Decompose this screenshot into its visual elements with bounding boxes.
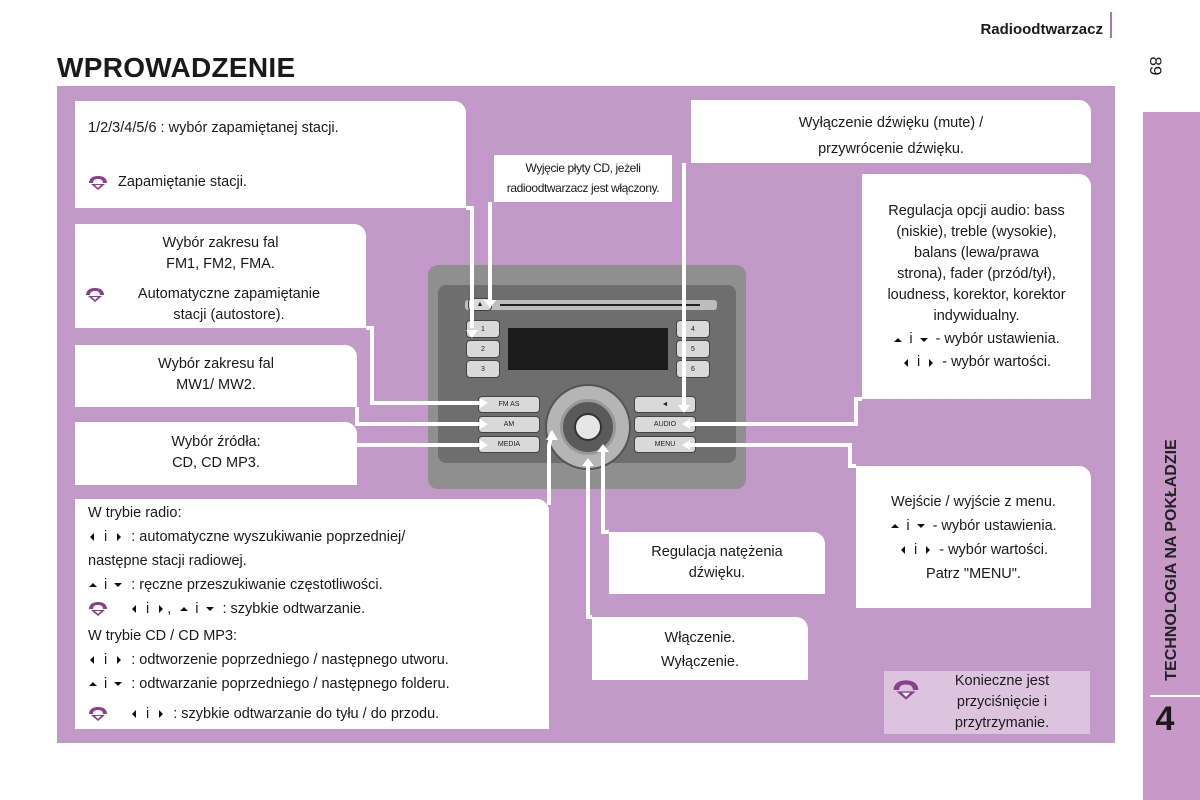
mute-button[interactable]: ◄ <box>634 396 696 413</box>
audio-text-1: Regulacja opcji audio: bass <box>888 203 1065 219</box>
radio-manual-text: : ręczne przeszukiwanie częstotliwości. <box>131 577 383 593</box>
mw-band-box: Wybór zakresu fal MW1/ MW2. <box>75 345 357 407</box>
conj-text: i <box>104 676 108 692</box>
menu-box: Wejście / wyjście z menu. i - wybór usta… <box>856 466 1091 608</box>
mute-text-1: Wyłączenie dźwięku (mute) / <box>798 115 984 131</box>
presets-store-text: Zapamiętanie stacji. <box>118 174 247 190</box>
cd-eject-text-2: radioodtwarzacz jest włączony. <box>506 181 660 195</box>
power-button[interactable] <box>574 413 602 441</box>
fm-button[interactable]: FM AS <box>478 396 540 413</box>
legend-box: Konieczne jest przyciśnięcie i przytrzym… <box>884 671 1090 734</box>
fm-band-text-1: Wybór zakresu fal <box>162 235 279 251</box>
section-title: Radioodtwarzacz <box>980 21 1103 38</box>
audio-options-box: Regulacja opcji audio: bass (niskie), tr… <box>862 174 1091 399</box>
volume-text-2: dźwięku. <box>688 565 746 581</box>
cd-mode-title: W trybie CD / CD MP3: <box>88 628 238 644</box>
cd-fast-text: : szybkie odtwarzanie do tyłu / do przod… <box>173 706 440 722</box>
conj-text: i <box>104 529 108 545</box>
menu-button[interactable]: MENU <box>634 436 696 453</box>
menu-select-value-text: - wybór wartości. <box>939 542 1048 558</box>
volume-box: Regulacja natężenia dźwięku. <box>609 532 825 594</box>
conj-text: i <box>146 706 150 722</box>
radio-seek-text-2: następne stacji radiowej. <box>88 553 247 569</box>
mw-band-text-2: MW1/ MW2. <box>176 377 256 393</box>
conj-text: i <box>913 542 918 558</box>
cd-eject-box: Wyjęcie płyty CD, jeżeli radioodtwarzacz… <box>494 155 672 202</box>
source-text-2: CD, CD MP3. <box>172 455 260 471</box>
audio-text-2: (niskie), treble (wysokie), <box>896 224 1057 240</box>
mute-text-2: przywrócenie dźwięku. <box>818 141 964 157</box>
chapter-tab <box>1143 112 1200 800</box>
source-box: Wybór źródła: CD, CD MP3. <box>75 422 357 485</box>
legend-text-2: przyciśnięcie i <box>956 694 1048 710</box>
conj-text: i <box>104 652 108 668</box>
presets-box: 1/2/3/4/5/6 : wybór zapamiętanej stacji.… <box>75 101 466 208</box>
menu-text-4: Patrz "MENU". <box>926 566 1021 582</box>
legend-text-1: Konieczne jest <box>954 673 1050 689</box>
audio-button[interactable]: AUDIO <box>634 416 696 433</box>
menu-text-1: Wejście / wyjście z menu. <box>891 494 1056 510</box>
conj-text: i <box>146 601 150 617</box>
audio-select-setting-text: - wybór ustawienia. <box>935 331 1060 347</box>
power-box: Włączenie. Wyłączenie. <box>592 617 808 680</box>
radio-mode-title: W trybie radio: <box>88 505 182 521</box>
audio-text-6: indywidualny. <box>933 308 1020 324</box>
conj-text: i <box>195 601 199 617</box>
power-text-2: Wyłączenie. <box>660 654 740 670</box>
preset-2-button[interactable]: 2 <box>466 340 500 358</box>
radio-display <box>508 328 668 370</box>
volume-text-1: Regulacja natężenia <box>651 544 783 560</box>
header-divider <box>1110 12 1112 38</box>
modes-box: W trybie radio: i : automatyczne wyszuki… <box>75 499 549 729</box>
fm-band-text-2: FM1, FM2, FMA. <box>166 256 275 272</box>
legend-text-3: przytrzymanie. <box>954 715 1050 731</box>
fm-autostore-text-1: Automatyczne zapamiętanie <box>137 286 321 302</box>
cd-eject-text-1: Wyjęcie płyty CD, jeżeli <box>525 161 641 175</box>
chapter-divider <box>1150 695 1200 697</box>
preset-3-button[interactable]: 3 <box>466 360 500 378</box>
radio-seek-text: : automatyczne wyszukiwanie poprzedniej/ <box>131 529 406 545</box>
cd-slot-line <box>500 304 700 306</box>
page-heading: WPROWADZENIE <box>57 52 296 83</box>
fm-autostore-text-2: stacji (autostore). <box>173 307 285 323</box>
menu-select-setting-text: - wybór ustawienia. <box>932 518 1057 534</box>
cd-track-text: : odtworzenie poprzedniego / następnego … <box>131 652 449 668</box>
power-text-1: Włączenie. <box>664 630 736 646</box>
conj-text: i <box>909 331 913 347</box>
audio-text-4: strona), fader (przód/tył), <box>897 266 1056 282</box>
conj-text: i <box>906 518 910 534</box>
mw-band-text-1: Wybór zakresu fal <box>158 356 274 372</box>
radio-fast-text: : szybkie odtwarzanie. <box>222 601 366 617</box>
presets-text: 1/2/3/4/5/6 : wybór zapamiętanej stacji. <box>88 120 339 136</box>
chapter-number: 4 <box>1155 700 1175 738</box>
source-text-1: Wybór źródła: <box>171 434 261 450</box>
fm-band-box: Wybór zakresu fal FM1, FM2, FMA. Automat… <box>75 224 366 328</box>
audio-text-5: loudness, korektor, korektor <box>887 287 1066 303</box>
audio-select-value-text: - wybór wartości. <box>942 354 1051 370</box>
conj-text: i <box>104 577 108 593</box>
mute-box: Wyłączenie dźwięku (mute) / przywrócenie… <box>691 100 1091 163</box>
audio-text-3: balans (lewa/prawa <box>914 245 1039 261</box>
cd-folder-text: : odtwarzanie poprzedniego / następnego … <box>131 676 450 692</box>
conj-text: i <box>916 354 921 370</box>
